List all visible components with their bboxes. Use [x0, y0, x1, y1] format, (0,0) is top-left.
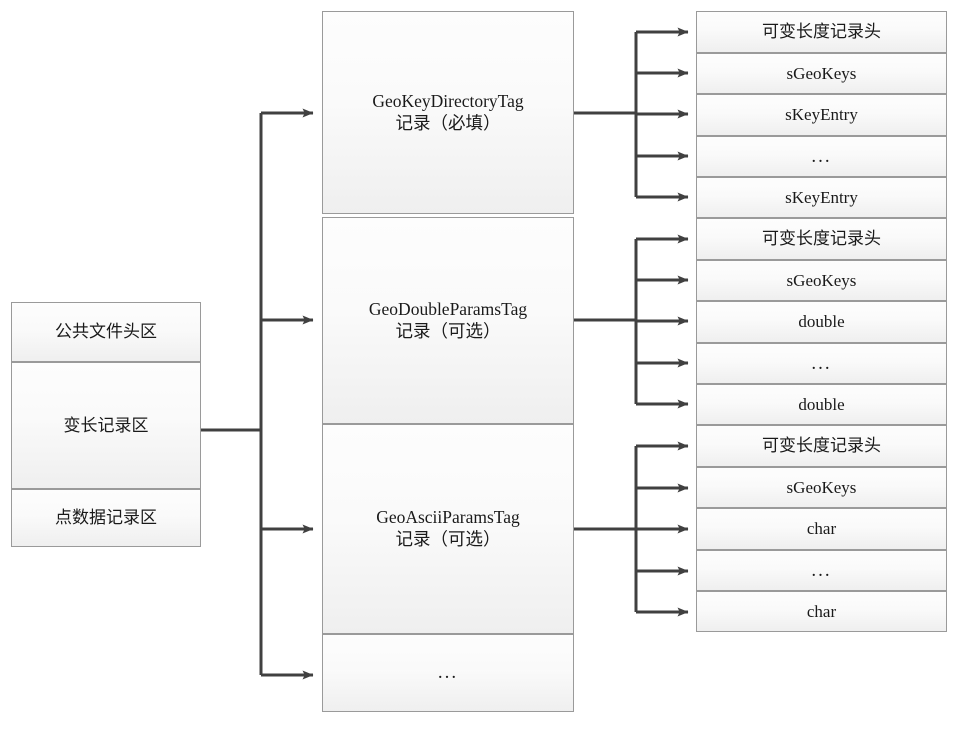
right-row-label: double [798, 312, 845, 332]
middle-segment-line1: GeoAsciiParamsTag [376, 507, 520, 528]
right-row-label: sKeyEntry [785, 187, 858, 207]
right-row-skeyentry-last[interactable]: sKeyEntry [696, 177, 947, 218]
left-segment-label: 公共文件头区 [55, 322, 157, 342]
right-row-label: double [798, 394, 845, 414]
middle-segment-line1: GeoKeyDirectoryTag [372, 90, 524, 111]
left-segment-variable-length-records[interactable]: 变长记录区 [11, 362, 201, 489]
right-row-vlr-header-1[interactable]: 可变长度记录头 [696, 11, 947, 53]
right-row-sgeokeys-1[interactable]: sGeoKeys [696, 53, 947, 94]
middle-segment-text: GeoAsciiParamsTag 记录（可选） [376, 507, 520, 551]
left-segment-label: 变长记录区 [63, 415, 149, 435]
middle-segment-line2: 记录（可选） [395, 529, 501, 549]
right-row-label: sKeyEntry [785, 105, 858, 125]
middle-segment-line1: GeoDoubleParamsTag [368, 298, 528, 319]
middle-segment-geodoubleparamstag[interactable]: GeoDoubleParamsTag 记录（可选） [322, 217, 574, 424]
right-row-label: 可变长度记录头 [762, 22, 881, 42]
right-row-double-first[interactable]: double [696, 301, 947, 343]
middle-segment-geoasciiparamstag[interactable]: GeoAsciiParamsTag 记录（可选） [322, 424, 574, 634]
middle-segment-geokeydirectorytag[interactable]: GeoKeyDirectoryTag 记录（必填） [322, 11, 574, 214]
right-row-char-last[interactable]: char [696, 591, 947, 632]
right-row-label: 可变长度记录头 [762, 436, 881, 456]
right-row-vlr-header-2[interactable]: 可变长度记录头 [696, 218, 947, 260]
right-row-char-first[interactable]: char [696, 508, 947, 550]
right-row-label: ... [811, 559, 832, 581]
right-row-skeyentry-first[interactable]: sKeyEntry [696, 94, 947, 136]
right-row-vlr-header-3[interactable]: 可变长度记录头 [696, 425, 947, 467]
right-row-label: char [806, 601, 837, 621]
right-row-label: ... [811, 352, 832, 374]
right-row-double-last[interactable]: double [696, 384, 947, 425]
right-row-label: ... [811, 145, 832, 167]
right-row-ellipsis-2[interactable]: ... [696, 343, 947, 384]
right-row-label: sGeoKeys [786, 270, 857, 290]
right-row-ellipsis-3[interactable]: ... [696, 550, 947, 591]
right-row-label: sGeoKeys [786, 63, 857, 83]
right-row-label: char [806, 519, 837, 539]
middle-segment-text: GeoDoubleParamsTag 记录（可选） [369, 299, 527, 343]
ellipsis-label: ... [437, 662, 459, 684]
right-row-sgeokeys-2[interactable]: sGeoKeys [696, 260, 947, 301]
middle-segment-line2: 记录（必填） [395, 112, 501, 133]
left-segment-public-header[interactable]: 公共文件头区 [11, 302, 201, 362]
left-segment-point-data[interactable]: 点数据记录区 [11, 489, 201, 547]
right-row-label: sGeoKeys [786, 477, 857, 497]
right-row-label: 可变长度记录头 [762, 229, 881, 249]
right-row-sgeokeys-3[interactable]: sGeoKeys [696, 467, 947, 508]
middle-segment-line2: 记录（可选） [395, 320, 501, 341]
middle-segment-more[interactable]: ... [322, 634, 574, 712]
middle-segment-text: GeoKeyDirectoryTag 记录（必填） [372, 91, 523, 135]
right-row-ellipsis-1[interactable]: ... [696, 136, 947, 177]
left-segment-label: 点数据记录区 [55, 508, 157, 528]
